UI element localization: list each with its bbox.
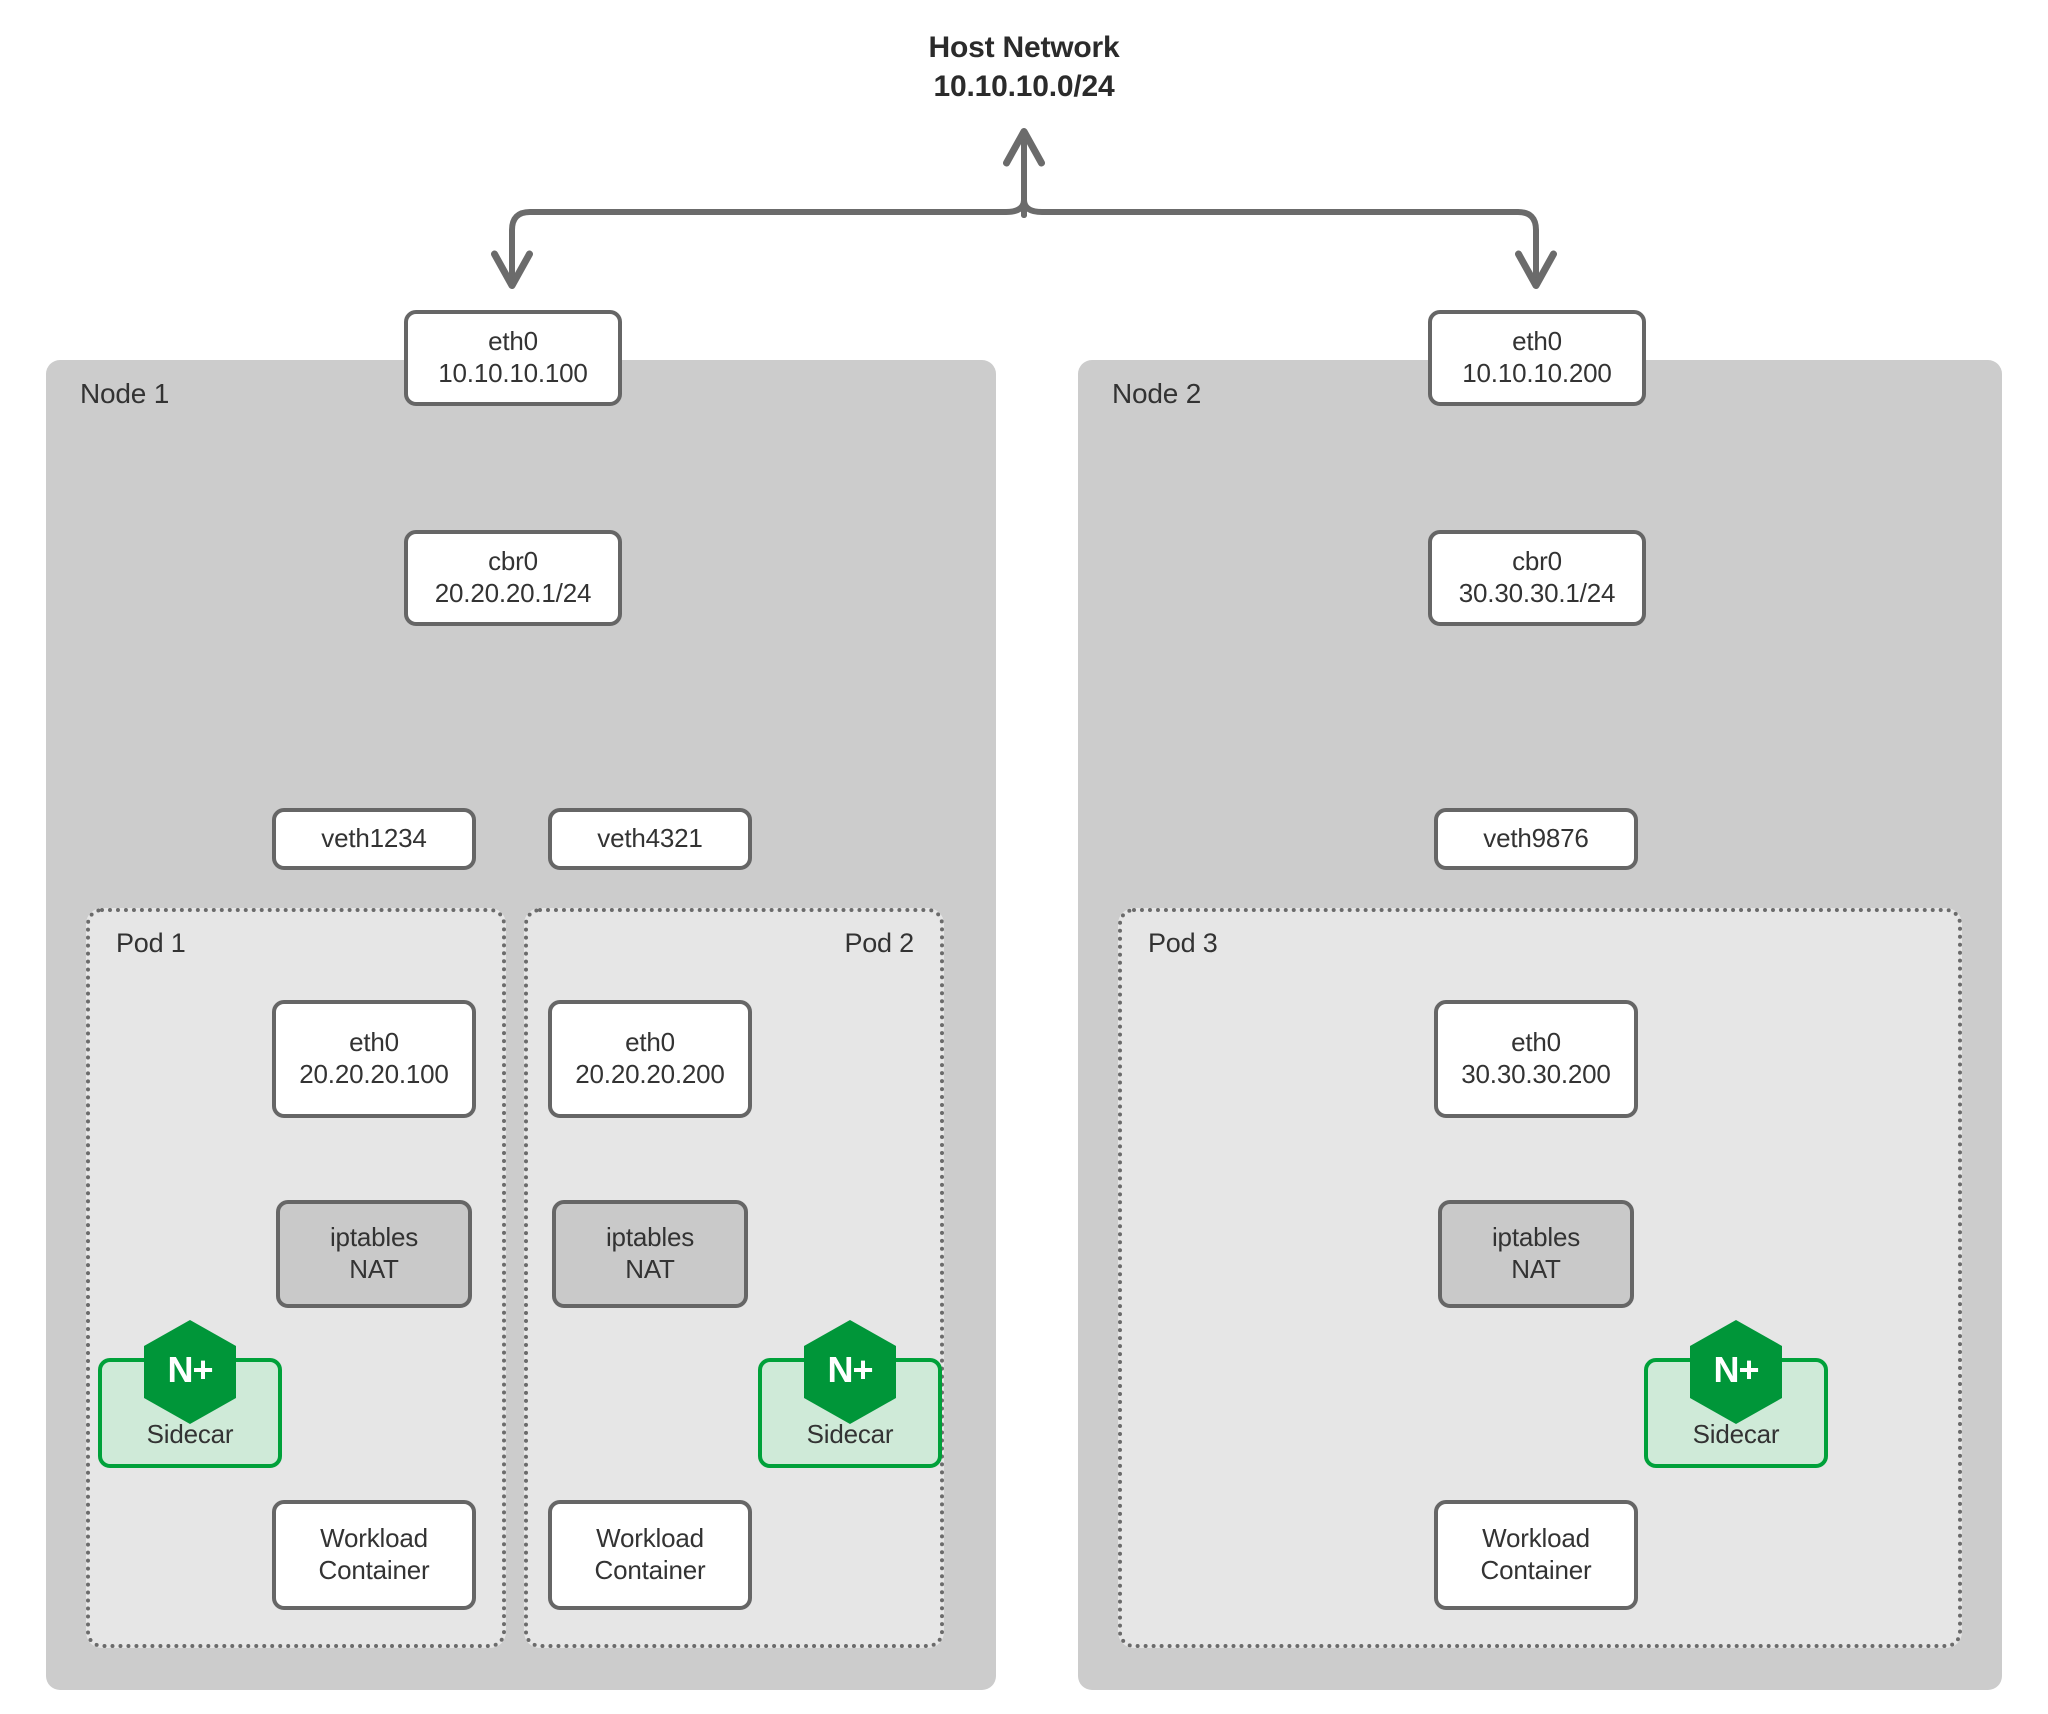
pod2-eth0-box[interactable]: eth0 20.20.20.200 bbox=[548, 1000, 752, 1118]
node1-veth-4321-box[interactable]: veth4321 bbox=[548, 808, 752, 870]
node2-cbr0-ip: 30.30.30.1/24 bbox=[1458, 578, 1616, 608]
node1-veth-1234-label: veth1234 bbox=[321, 823, 427, 854]
pod-label-1: Pod 1 bbox=[116, 928, 186, 958]
node1-veth-4321-label: veth4321 bbox=[597, 823, 703, 854]
pod3-nat-line2: NAT bbox=[1511, 1254, 1561, 1284]
node1-eth0-name: eth0 bbox=[488, 326, 538, 357]
node2-cbr0-name: cbr0 bbox=[1512, 546, 1562, 577]
pod2-nat-line1: iptables bbox=[605, 1222, 695, 1253]
pod-label-3: Pod 3 bbox=[1148, 928, 1218, 958]
pod2-nat-line2: NAT bbox=[625, 1254, 675, 1284]
pod2-workload-line1: Workload bbox=[596, 1523, 704, 1554]
pod1-iptables-nat-box[interactable]: iptables NAT bbox=[276, 1200, 472, 1308]
pod1-workload-line1: Workload bbox=[320, 1523, 428, 1554]
host-network-title-line1: Host Network bbox=[928, 31, 1120, 64]
pod2-workload-line2: Container bbox=[594, 1555, 706, 1585]
node2-eth0-box[interactable]: eth0 10.10.10.200 bbox=[1428, 310, 1646, 406]
pod1-sidecar-badge-label: N+ bbox=[167, 1349, 213, 1390]
node2-veth-9876-label: veth9876 bbox=[1483, 823, 1589, 854]
pod3-workload-line1: Workload bbox=[1482, 1523, 1590, 1554]
pod2-sidecar-box[interactable]: N+ Sidecar bbox=[758, 1320, 942, 1468]
pod-label-2: Pod 2 bbox=[844, 928, 914, 958]
pod1-eth0-ip: 20.20.20.100 bbox=[299, 1059, 449, 1089]
node1-cbr0-name: cbr0 bbox=[488, 546, 538, 577]
nginx-plus-icon: N+ bbox=[804, 1320, 896, 1424]
pod1-nat-line1: iptables bbox=[329, 1222, 419, 1253]
pod3-eth0-ip: 30.30.30.200 bbox=[1461, 1059, 1611, 1089]
host-network-title: Host Network 10.10.10.0/24 bbox=[0, 28, 2048, 106]
pod3-eth0-box[interactable]: eth0 30.30.30.200 bbox=[1434, 1000, 1638, 1118]
pod3-sidecar-box[interactable]: N+ Sidecar bbox=[1644, 1320, 1828, 1468]
pod2-eth0-name: eth0 bbox=[625, 1027, 675, 1058]
host-network-title-line2: 10.10.10.0/24 bbox=[933, 70, 1115, 103]
node1-cbr0-ip: 20.20.20.1/24 bbox=[434, 578, 592, 608]
pod3-eth0-name: eth0 bbox=[1511, 1027, 1561, 1058]
node1-veth-1234-box[interactable]: veth1234 bbox=[272, 808, 476, 870]
pod3-sidecar-badge-label: N+ bbox=[1713, 1349, 1759, 1390]
pod1-sidecar-box[interactable]: N+ Sidecar bbox=[98, 1320, 282, 1468]
pod1-sidecar-label: Sidecar bbox=[146, 1419, 234, 1449]
pod3-workload-line2: Container bbox=[1480, 1555, 1592, 1585]
pod2-eth0-ip: 20.20.20.200 bbox=[575, 1059, 725, 1089]
pod1-eth0-name: eth0 bbox=[349, 1027, 399, 1058]
pod3-workload-container-box[interactable]: Workload Container bbox=[1434, 1500, 1638, 1610]
node2-eth0-name: eth0 bbox=[1512, 326, 1562, 357]
node1-cbr0-box[interactable]: cbr0 20.20.20.1/24 bbox=[404, 530, 622, 626]
pod1-workload-line2: Container bbox=[318, 1555, 430, 1585]
pod3-iptables-nat-box[interactable]: iptables NAT bbox=[1438, 1200, 1634, 1308]
pod2-workload-container-box[interactable]: Workload Container bbox=[548, 1500, 752, 1610]
nginx-plus-icon: N+ bbox=[144, 1320, 236, 1424]
pod2-iptables-nat-box[interactable]: iptables NAT bbox=[552, 1200, 748, 1308]
pod3-sidecar-label: Sidecar bbox=[1692, 1419, 1780, 1449]
pod3-nat-line1: iptables bbox=[1491, 1222, 1581, 1253]
pod2-sidecar-label: Sidecar bbox=[806, 1419, 894, 1449]
node1-eth0-ip: 10.10.10.100 bbox=[438, 358, 588, 388]
node-label-2: Node 2 bbox=[1112, 378, 1202, 409]
pod1-nat-line2: NAT bbox=[349, 1254, 399, 1284]
node1-eth0-box[interactable]: eth0 10.10.10.100 bbox=[404, 310, 622, 406]
pod1-eth0-box[interactable]: eth0 20.20.20.100 bbox=[272, 1000, 476, 1118]
pod2-sidecar-badge-label: N+ bbox=[827, 1349, 873, 1390]
node2-cbr0-box[interactable]: cbr0 30.30.30.1/24 bbox=[1428, 530, 1646, 626]
pod1-workload-container-box[interactable]: Workload Container bbox=[272, 1500, 476, 1610]
node2-eth0-ip: 10.10.10.200 bbox=[1462, 358, 1612, 388]
node-label-1: Node 1 bbox=[80, 378, 170, 409]
nginx-plus-icon: N+ bbox=[1690, 1320, 1782, 1424]
node2-veth-9876-box[interactable]: veth9876 bbox=[1434, 808, 1638, 870]
